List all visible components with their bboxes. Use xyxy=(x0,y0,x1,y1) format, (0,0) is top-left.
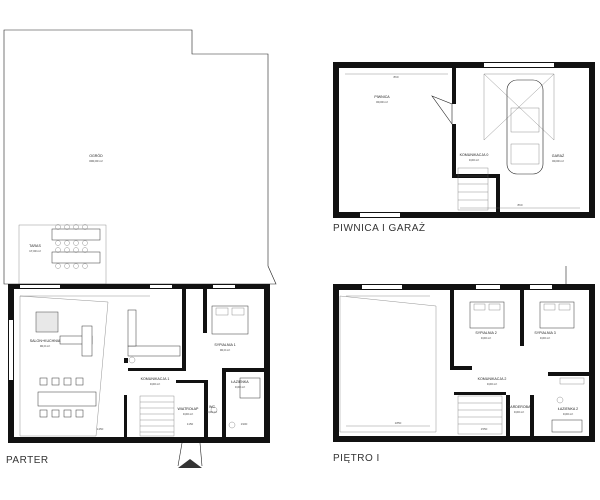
sofa-side xyxy=(81,325,93,357)
area-sypialnia-3: 0,00 m² xyxy=(540,336,550,340)
bed-2 xyxy=(469,301,505,329)
area-ogrod: 000,00 m² xyxy=(89,159,103,163)
label-piwnica: PIWNICA xyxy=(374,95,390,99)
bed-3 xyxy=(539,301,575,329)
label-lazienka-1: ŁAZIENKA xyxy=(231,380,249,384)
void-outline xyxy=(339,295,437,433)
pietro-plan: SYPIALNIA 2 0,00 m² SYPIALNIA 3 0,00 m² … xyxy=(333,266,595,442)
title-piwnica: PIWNICA I GARAŻ xyxy=(333,223,426,234)
title-parter: PARTER xyxy=(6,455,49,466)
dim-pietro-2: 1550 xyxy=(481,427,488,431)
title-pietro: PIĘTRO I xyxy=(333,453,380,464)
stairs-parter xyxy=(139,395,175,437)
dining-table xyxy=(37,377,97,418)
area-komunikacja-1: 0,00 m² xyxy=(150,382,160,386)
dim-piwnica-1: 860 xyxy=(393,75,398,79)
area-wc: 0,00 m² xyxy=(207,410,217,414)
area-sypialnia-1: 00,0 m² xyxy=(220,348,230,352)
stairs-piwnica xyxy=(457,167,489,211)
entrance-arrow xyxy=(178,459,202,468)
label-wc: WC xyxy=(209,405,215,409)
label-komunikacja-0: KOMUNIKACJA 0 xyxy=(460,153,489,157)
parter-wall-right xyxy=(264,284,270,443)
label-taras: TARAS xyxy=(29,244,41,248)
living-zone-outline xyxy=(19,295,109,437)
area-garderoba: 0,00 m² xyxy=(514,410,524,414)
dim-parter-1: 1450 xyxy=(97,427,104,431)
label-komunikacja-2: KOMUNIKACJA 2 xyxy=(478,377,507,381)
label-garaz: GARAŻ xyxy=(552,153,565,158)
label-sypialnia-3: SYPIALNIA 3 xyxy=(534,331,555,335)
label-komunikacja-1: KOMUNIKACJA 1 xyxy=(141,377,170,381)
area-lazienka-2: 0,00 m² xyxy=(563,412,573,416)
label-sypialnia-2: SYPIALNIA 2 xyxy=(475,331,496,335)
dim-pietro-1: 1850 xyxy=(395,421,402,425)
terrace-tables xyxy=(51,224,101,269)
area-taras: 17,00 m² xyxy=(29,249,41,253)
dim-piwnica-2: 860 xyxy=(517,203,522,207)
area-komunikacja-0: 0,00 m² xyxy=(469,158,479,162)
parter-plan: OGRÓD 000,00 m² TARAS 17,00 m² SALON+KUC… xyxy=(3,29,277,468)
label-lazienka-2: ŁAZIENKA 2 xyxy=(558,407,578,411)
label-salon: SALON+KUCHNIA xyxy=(30,339,61,343)
car-icon xyxy=(506,79,544,175)
area-sypialnia-2: 0,00 m² xyxy=(481,336,491,340)
kitchen-counter xyxy=(127,345,181,357)
area-salon: 00,0 m² xyxy=(40,344,50,348)
piwnica-plan: PIWNICA 00,00 m² GARAŻ 00,00 m² KOMUNIKA… xyxy=(333,62,595,218)
area-wiatrolap: 0,00 m² xyxy=(183,412,193,416)
bed-1 xyxy=(211,305,249,335)
rug xyxy=(35,311,59,333)
dim-parter-2: 1150 xyxy=(187,422,194,426)
label-garderoba: GARDEROBA xyxy=(508,405,532,409)
label-ogrod: OGRÓD xyxy=(89,153,103,158)
area-garaz: 00,00 m² xyxy=(552,159,564,163)
dim-parter-3: 1900 xyxy=(241,422,248,426)
label-wiatrolap: WIATROŁAP xyxy=(178,407,200,411)
parter-wall-top xyxy=(8,284,270,289)
label-sypialnia-1: SYPIALNIA 1 xyxy=(214,343,235,347)
area-lazienka-1: 0,00 m² xyxy=(235,385,245,389)
area-piwnica: 00,00 m² xyxy=(376,100,388,104)
stairs-pietro xyxy=(457,395,503,435)
area-komunikacja-2: 0,00 m² xyxy=(487,382,497,386)
parter-wall-bottom xyxy=(8,437,270,443)
garden-outline xyxy=(3,29,277,285)
